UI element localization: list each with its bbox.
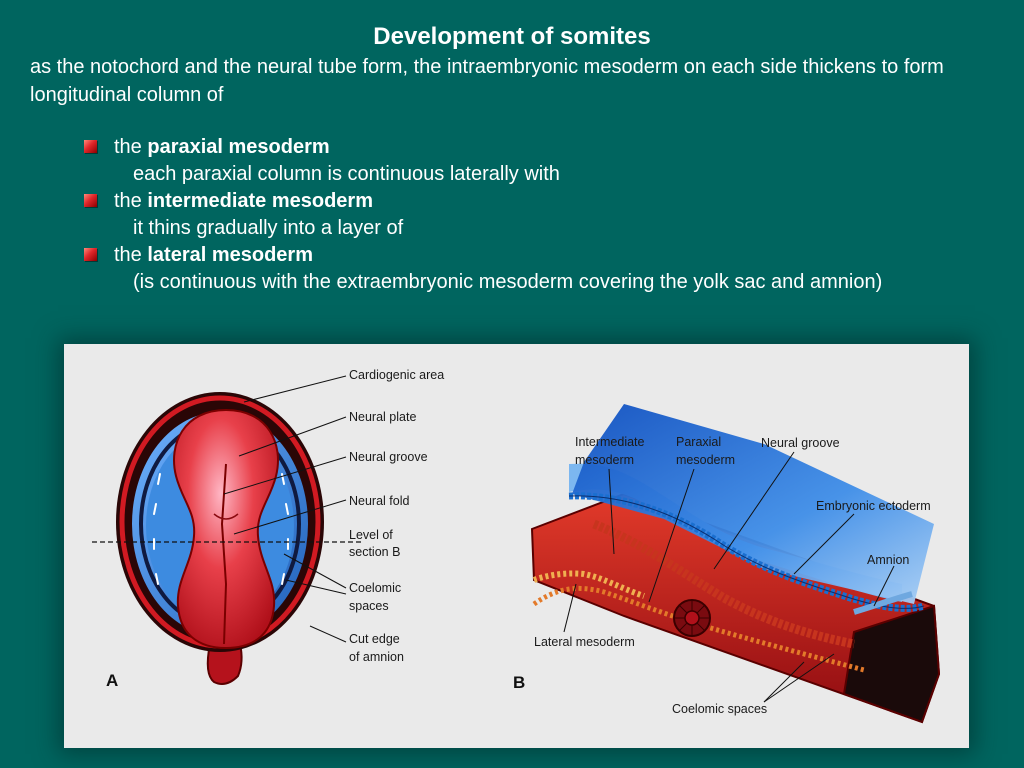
label-cardiogenic-area: Cardiogenic area (349, 368, 444, 382)
bullet-subtext: each paraxial column is continuous later… (133, 163, 560, 185)
label-paraxial-mesoderm: mesoderm (676, 453, 735, 467)
label-paraxial: Paraxial (676, 435, 721, 449)
label-embryonic-ectoderm: Embryonic ectoderm (816, 499, 931, 513)
bullet-square-icon (84, 248, 97, 261)
panel-b-letter: B (513, 673, 525, 692)
label-neural-groove-a: Neural groove (349, 450, 428, 464)
label-coelomic-a: Coelomic (349, 581, 401, 595)
panel-a-letter: A (106, 671, 118, 690)
embryo-figure: Cardiogenic area Neural plate Neural gro… (64, 344, 969, 748)
bullet-paraxial: the paraxial mesoderm (84, 134, 1014, 161)
bullet-term: intermediate mesoderm (147, 190, 373, 212)
label-intermediate-mesoderm: mesoderm (575, 453, 634, 467)
slide-title: Development of somites (373, 23, 651, 50)
label-spaces-a: spaces (349, 599, 389, 613)
panel-b-section (530, 404, 941, 724)
bullet-square-icon (84, 140, 97, 153)
label-coelomic-spaces-b: Coelomic spaces (672, 702, 767, 716)
label-intermediate: Intermediate (575, 435, 645, 449)
bullet-term: paraxial mesoderm (147, 136, 330, 158)
label-section-b: section B (349, 545, 400, 559)
bullet-term: lateral mesoderm (147, 244, 313, 266)
bullet-lateral: the lateral mesoderm (84, 242, 1014, 269)
bullet-prefix: the (114, 244, 148, 266)
label-neural-plate: Neural plate (349, 410, 416, 424)
bullet-prefix: the (114, 136, 148, 158)
panel-a-embryo (92, 392, 364, 685)
panel-b-leaders (563, 451, 895, 703)
bullet-subtext: it thins gradually into a layer of (133, 217, 404, 239)
intro-text: as the notochord and the neural tube for… (30, 56, 944, 106)
label-amnion: Amnion (867, 553, 909, 567)
label-lateral-mesoderm: Lateral mesoderm (534, 635, 635, 649)
label-of-amnion: of amnion (349, 650, 404, 664)
bullet-subtext: (is continuous with the extraembryonic m… (133, 271, 883, 293)
label-level-of: Level of (349, 528, 393, 542)
bullet-intermediate: the intermediate mesoderm (84, 188, 1014, 215)
label-neural-fold: Neural fold (349, 494, 409, 508)
bullet-list: the paraxial mesoderm each paraxial colu… (84, 134, 1014, 296)
bullet-prefix: the (114, 190, 148, 212)
panel-a-leaders (223, 375, 347, 643)
embryo-illustration: Cardiogenic area Neural plate Neural gro… (92, 368, 941, 724)
label-cut-edge: Cut edge (349, 632, 400, 646)
bullet-square-icon (84, 194, 97, 207)
label-neural-groove-b: Neural groove (761, 436, 840, 450)
